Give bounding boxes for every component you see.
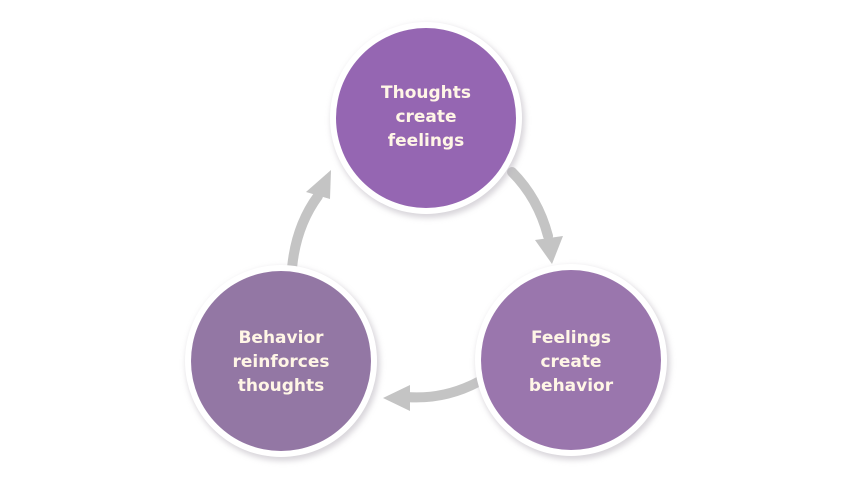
node-thoughts-line-2: create (395, 107, 456, 127)
arrow-feelings-to-behavior-line (401, 377, 483, 403)
node-behavior-circle (191, 271, 371, 451)
node-behavior: Behavior reinforces thoughts (185, 265, 380, 461)
node-feelings-circle (481, 270, 661, 450)
node-feelings-line-2: create (540, 352, 601, 372)
node-feelings: Feelings create behavior (475, 264, 670, 460)
arrow-thoughts-to-feelings-line (507, 167, 553, 241)
arrow-behavior-to-thoughts-line (287, 191, 323, 273)
node-thoughts-line-3: feelings (388, 131, 465, 151)
arrow-feelings-to-behavior-head (383, 385, 410, 411)
node-behavior-line-1: Behavior (238, 328, 324, 348)
node-thoughts-circle (336, 28, 516, 208)
node-thoughts: Thoughts create feelings (330, 22, 525, 218)
arrow-feelings-to-behavior (383, 377, 483, 411)
node-feelings-line-1: Feelings (531, 328, 611, 348)
node-behavior-line-2: reinforces (232, 352, 329, 372)
node-feelings-line-3: behavior (529, 376, 614, 396)
arrow-behavior-to-thoughts (287, 170, 331, 273)
arrow-thoughts-to-feelings (507, 167, 563, 264)
arrow-thoughts-to-feelings-head (535, 236, 563, 264)
node-behavior-line-3: thoughts (238, 376, 325, 396)
arrow-behavior-to-thoughts-head (306, 170, 331, 199)
node-thoughts-line-1: Thoughts (381, 83, 471, 103)
